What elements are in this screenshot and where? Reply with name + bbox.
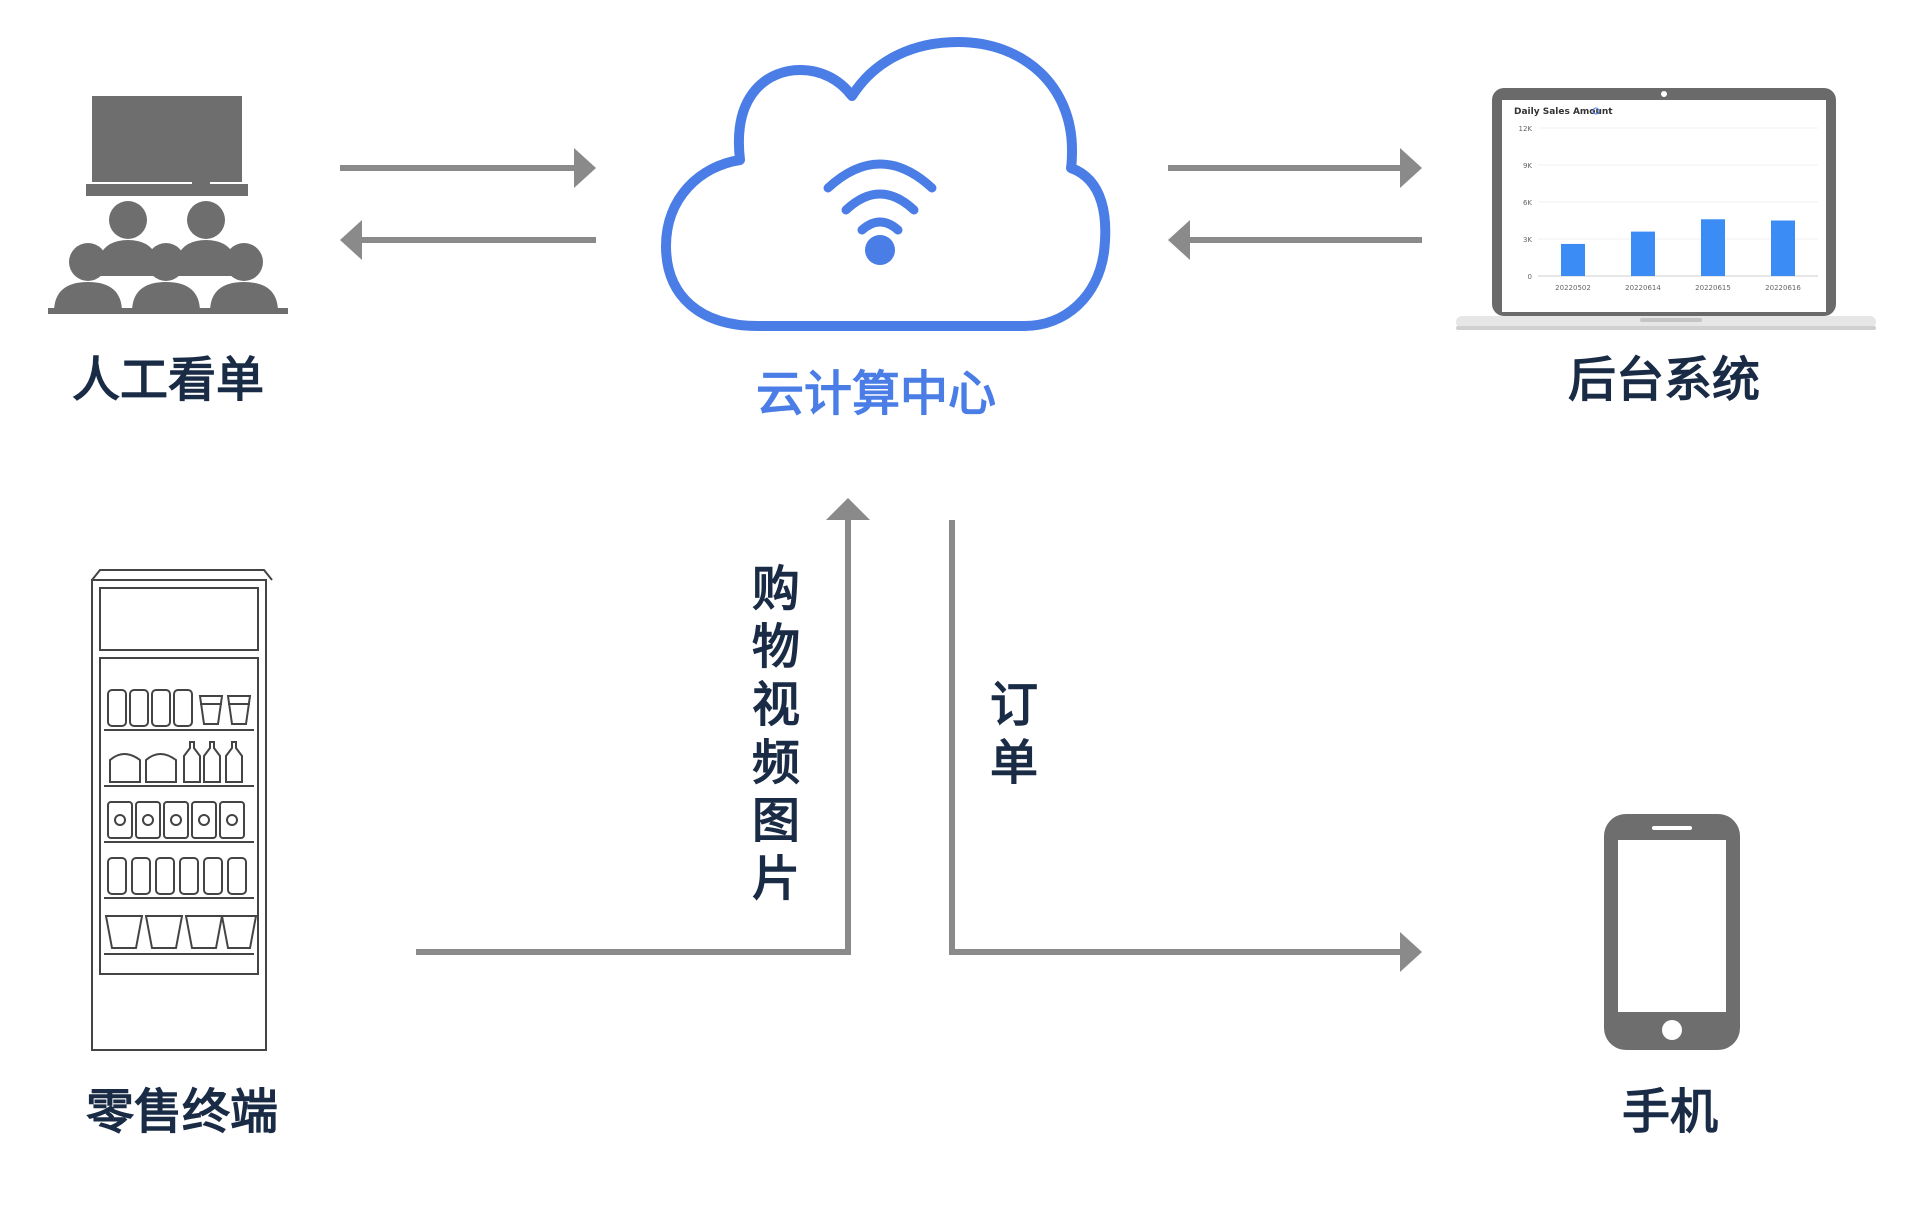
dashboard-bar — [1631, 231, 1655, 276]
dashboard-y-tick: 0 — [1528, 273, 1532, 281]
dashboard-x-label: 20220615 — [1695, 284, 1731, 292]
mobile-phone-label: 手机 — [1622, 1084, 1719, 1140]
order-label: 订单 — [989, 677, 1038, 791]
dashboard-chart: Daily Sales Amount 12K 9K 6K 3K 0 20220502 20… — [1514, 107, 1818, 292]
wifi-icon — [823, 159, 937, 235]
dashboard-title: Daily Sales Amount — [1514, 107, 1613, 117]
dashboard-y-tick: 12K — [1519, 125, 1533, 133]
dashboard-x-label: 20220616 — [1765, 284, 1801, 292]
cloud-center-label: 云计算中心 — [756, 366, 997, 422]
backend-system-label: 后台系统 — [1568, 352, 1761, 408]
shopping-media-label: 购物视频图片 — [751, 561, 800, 907]
dashboard-x-label: 20220614 — [1625, 284, 1661, 292]
retail-terminal-icon — [91, 569, 273, 1051]
dashboard-bar — [1771, 220, 1795, 276]
dashboard-bar — [1561, 243, 1585, 276]
arrow-cloud-to-backend — [1168, 148, 1422, 188]
arrow-cloud-to-board — [340, 220, 596, 260]
phone-icon — [1604, 814, 1740, 1050]
cloud-icon — [661, 37, 1111, 331]
dashboard-y-tick: 3K — [1523, 236, 1532, 244]
arrow-board-to-cloud — [340, 148, 596, 188]
arrow-terminal-to-cloud — [416, 498, 870, 955]
arrow-cloud-to-phone — [949, 520, 1422, 972]
manual-board-label: 人工看单 — [72, 352, 265, 408]
dashboard-y-tick: 6K — [1523, 199, 1532, 207]
dashboard-x-label: 20220502 — [1555, 284, 1591, 292]
dashboard-y-tick: 9K — [1523, 162, 1532, 170]
dashboard-bar — [1701, 219, 1725, 276]
arrow-backend-to-cloud — [1168, 220, 1422, 260]
manual-board-icon — [48, 96, 288, 314]
retail-terminal-label: 零售终端 — [86, 1084, 279, 1140]
